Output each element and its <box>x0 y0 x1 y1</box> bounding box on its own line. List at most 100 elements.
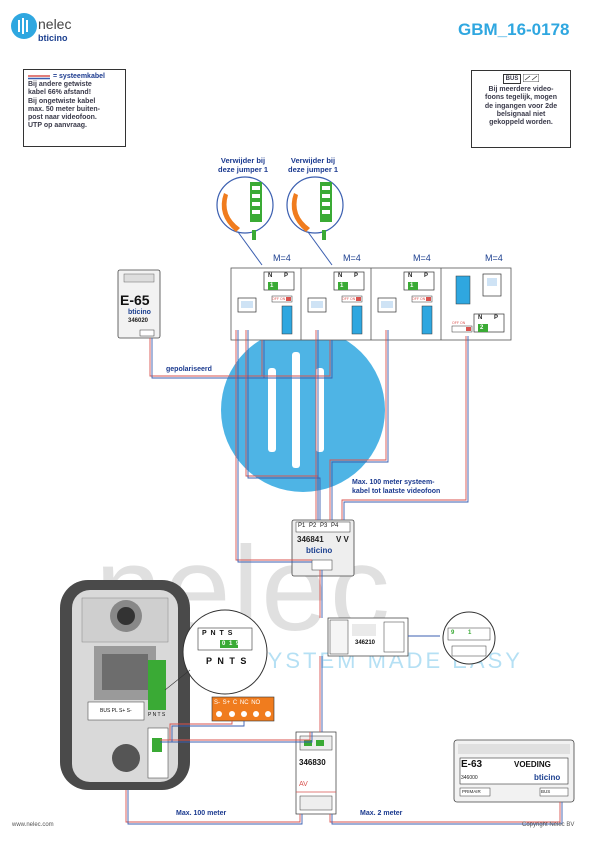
zoom-top-terminals: P N T S <box>202 630 233 637</box>
relay-module <box>211 696 275 722</box>
module-346210-zoom <box>442 611 496 665</box>
vp2-m-label: M=4 <box>343 253 361 263</box>
cable-legend-label: = systeemkabel <box>53 73 105 80</box>
videophone-1-internals <box>237 271 295 335</box>
outdoor-bus-terminals: BUS PL S+ S- <box>100 708 132 714</box>
e65-brand: bticino <box>128 309 151 316</box>
relay-terminal: NO <box>251 700 261 706</box>
vp1-m-label: M=4 <box>273 253 291 263</box>
module-346210 <box>327 617 440 657</box>
e63-bus-label: BUS <box>541 789 551 794</box>
jumper-zoom-1 <box>216 176 274 266</box>
outdoor-terminal-zoom <box>164 609 268 695</box>
relay-terminal: S- <box>214 700 220 706</box>
vp2-n-label: N <box>338 273 343 279</box>
note-line: max. 50 meter buiten- <box>28 105 100 113</box>
note-line: foons tegelijk, mogen <box>485 94 557 102</box>
terminal-block-icon <box>523 74 540 82</box>
e63-name: E-63 <box>461 759 483 770</box>
brand-partner: bticino <box>38 33 68 43</box>
zoom-terminal-values: 0 1 9 <box>222 641 240 647</box>
max100-system-label-2: kabel tot laatste videofoon <box>352 488 441 495</box>
e63-brand: bticino <box>534 773 561 782</box>
note-line: Bij ongetwiste kabel <box>28 97 96 105</box>
videophone-3-internals <box>377 271 435 335</box>
outdoor-pnts-terminals: P N T S <box>148 712 166 718</box>
e63-label: VOEDING <box>514 760 551 769</box>
vp3-n-value: 1 <box>410 283 414 289</box>
jumper-note-1: Verwijder bij deze jumper 1 <box>213 156 273 174</box>
max2-label: Max. 2 meter <box>360 810 403 817</box>
note-line: belsignaal niet <box>496 110 546 118</box>
note-line: kabel 66% afstand! <box>28 89 92 97</box>
vp4-n-label: N <box>478 315 483 321</box>
document-code: GBM_16-0178 <box>458 20 570 39</box>
distributor-code: 346841 <box>297 535 324 544</box>
vp2-p-label: P <box>354 273 359 279</box>
module-346830 <box>295 731 337 815</box>
relay-terminal: NC <box>239 700 249 706</box>
distributor-port: P3 <box>320 523 328 529</box>
vp4-p-label: P <box>494 315 499 321</box>
m346830-av: AV <box>299 781 308 788</box>
m346210-code: 346210 <box>355 640 376 646</box>
vp1-p-label: P <box>284 273 289 279</box>
vp1-dip-label: OFF ON <box>272 297 286 301</box>
nelec-logo-icon <box>11 13 37 39</box>
multi-videophone-note-box: BUS Bij meerdere video- foons tegelijk, … <box>471 70 571 148</box>
vp2-dip-label: OFF ON <box>342 297 356 301</box>
jumper-note-line: Verwijder bij <box>220 156 266 165</box>
vp4-n-value: 2 <box>480 325 484 331</box>
zoom-bottom-terminals: P N T S <box>206 656 247 666</box>
jumper-note-line: deze jumper 1 <box>217 165 269 174</box>
cable-legend-icon <box>28 75 50 80</box>
e65-device <box>117 269 161 339</box>
vp1-n-value: 1 <box>270 283 274 289</box>
m346210-zoom-values: 9 1 <box>451 630 472 636</box>
note-line: UTP op aanvraag. <box>28 122 88 130</box>
note-line: post naar videofoon. <box>28 114 97 122</box>
distributor-ports: P1 P2 P3 P4 <box>298 523 338 529</box>
vp2-n-value: 1 <box>340 283 344 289</box>
note-line: Bij andere getwiste <box>28 81 92 89</box>
e63-power-supply <box>453 739 575 803</box>
distributor-port: P1 <box>298 523 306 529</box>
note-line: gekoppeld worden. <box>489 119 553 127</box>
note-line: Bij meerdere video- <box>488 86 554 94</box>
distributor-port: P4 <box>331 523 339 529</box>
relay-terminal: C <box>232 700 238 706</box>
videophone-2-internals <box>307 271 365 335</box>
e63-primair-label: PRIMAIR <box>462 789 481 794</box>
relay-terminal: S+ <box>222 700 231 706</box>
distributor-vv: V V <box>336 535 349 544</box>
footer-website: www.nelec.com <box>12 822 54 828</box>
jumper-note-line: Verwijder bij <box>290 156 336 165</box>
vp4-dip-label: OFF ON <box>452 321 466 325</box>
jumper-zoom-2 <box>286 176 344 266</box>
brand-name: nelec <box>38 16 72 32</box>
relay-terminals: S- S+ C NC NO <box>214 700 260 706</box>
e63-code: 346000 <box>461 775 478 781</box>
system-cables <box>125 330 563 825</box>
note-line: de ingangen voor 2de <box>484 102 558 110</box>
bus-terminal-label: BUS <box>502 74 522 85</box>
vp3-dip-label: OFF ON <box>412 297 426 301</box>
footer-copyright: Copyright Nelec BV <box>522 822 575 828</box>
vp4-m-label: M=4 <box>485 253 503 263</box>
m346830-code: 346830 <box>299 758 326 767</box>
polarized-label: gepolariseerd <box>166 366 212 373</box>
vp3-p-label: P <box>424 273 429 279</box>
distributor-brand: bticino <box>306 546 333 555</box>
max100-system-label-1: Max. 100 meter systeem- <box>352 479 435 486</box>
vp3-n-label: N <box>408 273 413 279</box>
e65-code: 346020 <box>128 318 149 324</box>
max100-outdoor-label: Max. 100 meter <box>176 810 227 817</box>
e65-name: E-65 <box>120 292 150 308</box>
videophone-4-internals <box>451 273 505 333</box>
jumper-note-line: deze jumper 1 <box>287 165 339 174</box>
vp3-m-label: M=4 <box>413 253 431 263</box>
distributor-port: P2 <box>309 523 317 529</box>
outdoor-station <box>60 580 190 790</box>
jumper-note-2: Verwijder bij deze jumper 1 <box>283 156 343 174</box>
